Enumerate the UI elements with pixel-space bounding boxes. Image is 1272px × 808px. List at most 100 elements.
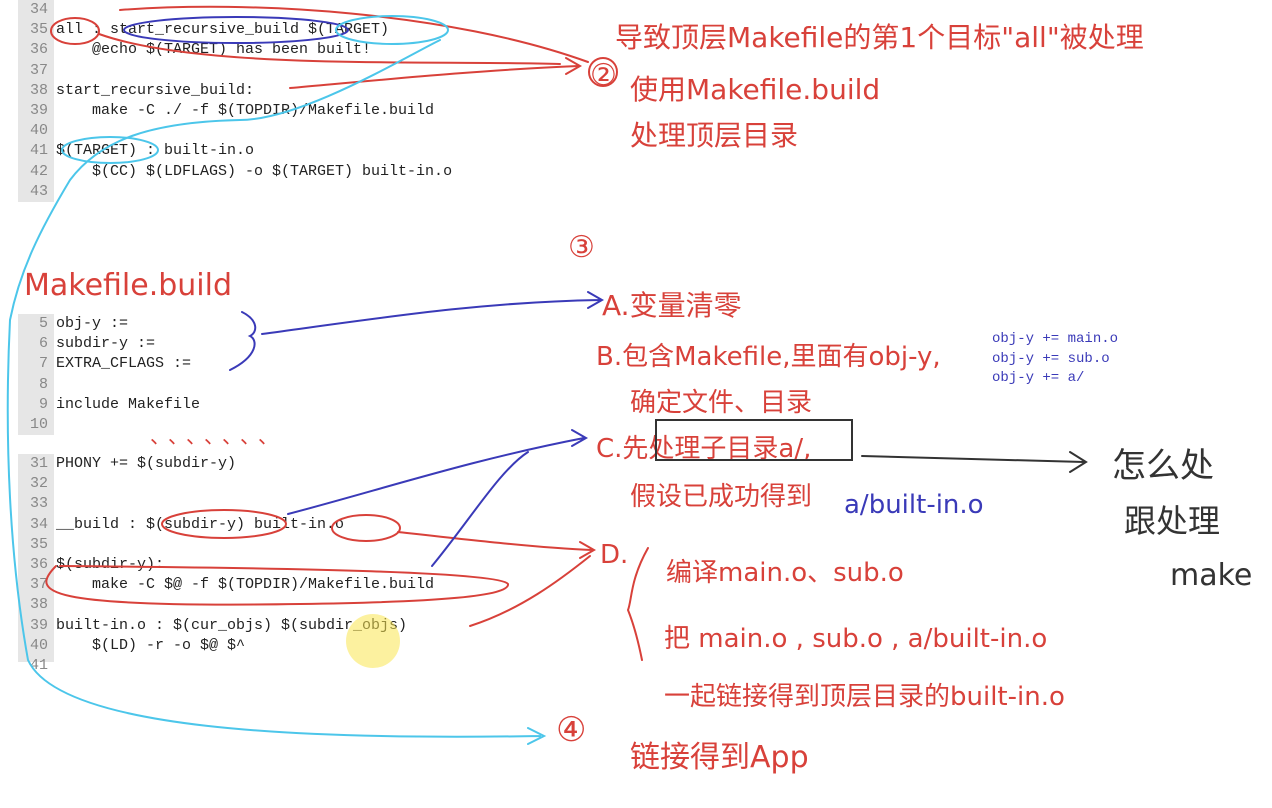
note-step4-number: ④ xyxy=(556,710,587,750)
line-number: 42 xyxy=(29,162,48,180)
code-line: 8 xyxy=(18,375,200,395)
arrow-to-how xyxy=(861,451,1088,473)
mouse-cursor-highlight xyxy=(346,614,400,668)
stroke-subdir-to-c xyxy=(287,429,589,515)
stroke-top-swoosh xyxy=(119,5,589,63)
code-text: $(LD) -r -o $@ $^ xyxy=(56,636,246,654)
line-number: 36 xyxy=(29,41,48,59)
line-number: 37 xyxy=(29,61,48,79)
code-line: 38 xyxy=(18,595,434,615)
line-number: 7 xyxy=(38,355,48,373)
line-gutter xyxy=(18,454,54,662)
code-line: 36$(subdir-y): xyxy=(18,555,434,575)
note-step-d1: 编译main.o、sub.o xyxy=(666,558,904,588)
code-line: 5 obj-y := xyxy=(18,314,200,334)
line-number: 5 xyxy=(38,315,48,332)
stroke-all-to-2 xyxy=(98,33,561,65)
note-right-3: make xyxy=(1170,558,1253,593)
line-number: 41 xyxy=(29,142,48,160)
code-line: 31 PHONY += $(subdir-y) xyxy=(18,454,434,474)
line-number: 39 xyxy=(29,101,48,119)
code-line: 34 xyxy=(18,0,452,20)
code-line: 41$(TARGET) : built-in.o xyxy=(18,141,452,161)
line-number: 34 xyxy=(29,515,48,533)
code-text: $(CC) $(LDFLAGS) -o $(TARGET) built-in.o xyxy=(56,162,453,180)
note-step4: 链接得到App xyxy=(630,740,809,775)
stroke-subdir-rule xyxy=(45,565,509,606)
code-line: 7 EXTRA_CFLAGS := xyxy=(18,354,200,374)
code-line: 40 $(LD) -r -o $@ $^ xyxy=(18,636,434,656)
line-number: 43 xyxy=(29,182,48,200)
code-line: 32 xyxy=(18,474,434,494)
circle-built-in-o xyxy=(331,514,401,542)
stroke-make-to-c xyxy=(431,451,529,567)
code-text: start_recursive_build: xyxy=(56,81,255,99)
code-text: obj-y := xyxy=(56,315,129,332)
code-line: 37 xyxy=(18,61,452,81)
circle-step2 xyxy=(588,57,618,87)
line-number: 6 xyxy=(38,335,48,353)
label-makefile-build: Makefile.build xyxy=(24,268,233,303)
note-step-c2: 假设已成功得到 xyxy=(630,482,813,512)
line-number: 38 xyxy=(29,596,48,614)
box-subdir-a xyxy=(655,419,853,461)
line-number: 39 xyxy=(29,616,48,634)
code-line: 43 xyxy=(18,182,452,202)
code-line: 9 include Makefile xyxy=(18,395,200,415)
circle-subdir-y xyxy=(161,509,287,539)
code-text: include Makefile xyxy=(56,395,201,413)
note-step-d3: 一起链接得到顶层目录的built-in.o xyxy=(664,682,1065,712)
line-number: 9 xyxy=(38,395,48,413)
note-step-b: B.包含Makefile,里面有obj-y, xyxy=(596,342,941,372)
code-text: EXTRA_CFLAGS := xyxy=(56,355,192,373)
line-number: 38 xyxy=(29,81,48,99)
code-line: 34__build : $(subdir-y) built-in.o xyxy=(18,515,434,535)
line-number: 37 xyxy=(29,576,48,594)
circle-all xyxy=(50,17,100,45)
note-step-d-label: D. xyxy=(600,540,629,570)
line-number: 8 xyxy=(38,375,48,393)
note-step-c2-file: a/built-in.o xyxy=(844,490,984,520)
note-ellipsis: 、、、、、、、 xyxy=(150,424,286,448)
note-step-b2: 确定文件、目录 xyxy=(630,388,813,418)
code-line: 35 xyxy=(18,535,434,555)
code-line: 33 xyxy=(18,494,434,514)
circle-target-top xyxy=(335,15,449,45)
line-number: 10 xyxy=(29,415,48,433)
stroke-cyan-loop xyxy=(6,39,547,745)
stroke-vars-to-a xyxy=(261,291,605,335)
stroke-vars-brace xyxy=(229,311,257,371)
note-step2-a: 使用Makefile.build xyxy=(630,73,881,106)
line-number: 31 xyxy=(29,455,48,472)
code-text: subdir-y := xyxy=(56,335,156,353)
note-step3-number: ③ xyxy=(568,230,595,265)
circle-target-41 xyxy=(61,136,159,164)
code-line: 37 make -C $@ -f $(TOPDIR)/Makefile.buil… xyxy=(18,575,434,595)
code-text: make -C $@ -f $(TOPDIR)/Makefile.build xyxy=(56,576,435,594)
line-number: 35 xyxy=(29,535,48,553)
line-number: 36 xyxy=(29,555,48,573)
note-right-1: 怎么处 xyxy=(1112,446,1214,486)
line-gutter xyxy=(18,314,54,435)
obj-y-line: obj-y += sub.o xyxy=(992,350,1110,367)
line-gutter xyxy=(18,0,54,202)
code-text: PHONY += $(subdir-y) xyxy=(56,455,237,472)
note-all-target: 导致顶层Makefile的第1个目标"all"被处理 xyxy=(615,21,1144,54)
line-number: 35 xyxy=(29,21,48,39)
obj-y-line: obj-y += main.o xyxy=(992,331,1119,347)
note-step-d2: 把 main.o , sub.o , a/built-in.o xyxy=(664,624,1048,654)
code-line: 42 $(CC) $(LDFLAGS) -o $(TARGET) built-i… xyxy=(18,162,452,182)
circle-start-recursive xyxy=(123,16,349,44)
line-number: 40 xyxy=(29,122,48,140)
line-number: 33 xyxy=(29,495,48,513)
stroke-built-in-to-d xyxy=(397,531,597,559)
note-right-2: 跟处理 xyxy=(1124,502,1221,540)
note-step2-number: ② xyxy=(590,58,617,93)
stroke-build-to-2 xyxy=(289,57,583,89)
note-step-a: A.变量清零 xyxy=(602,289,742,322)
